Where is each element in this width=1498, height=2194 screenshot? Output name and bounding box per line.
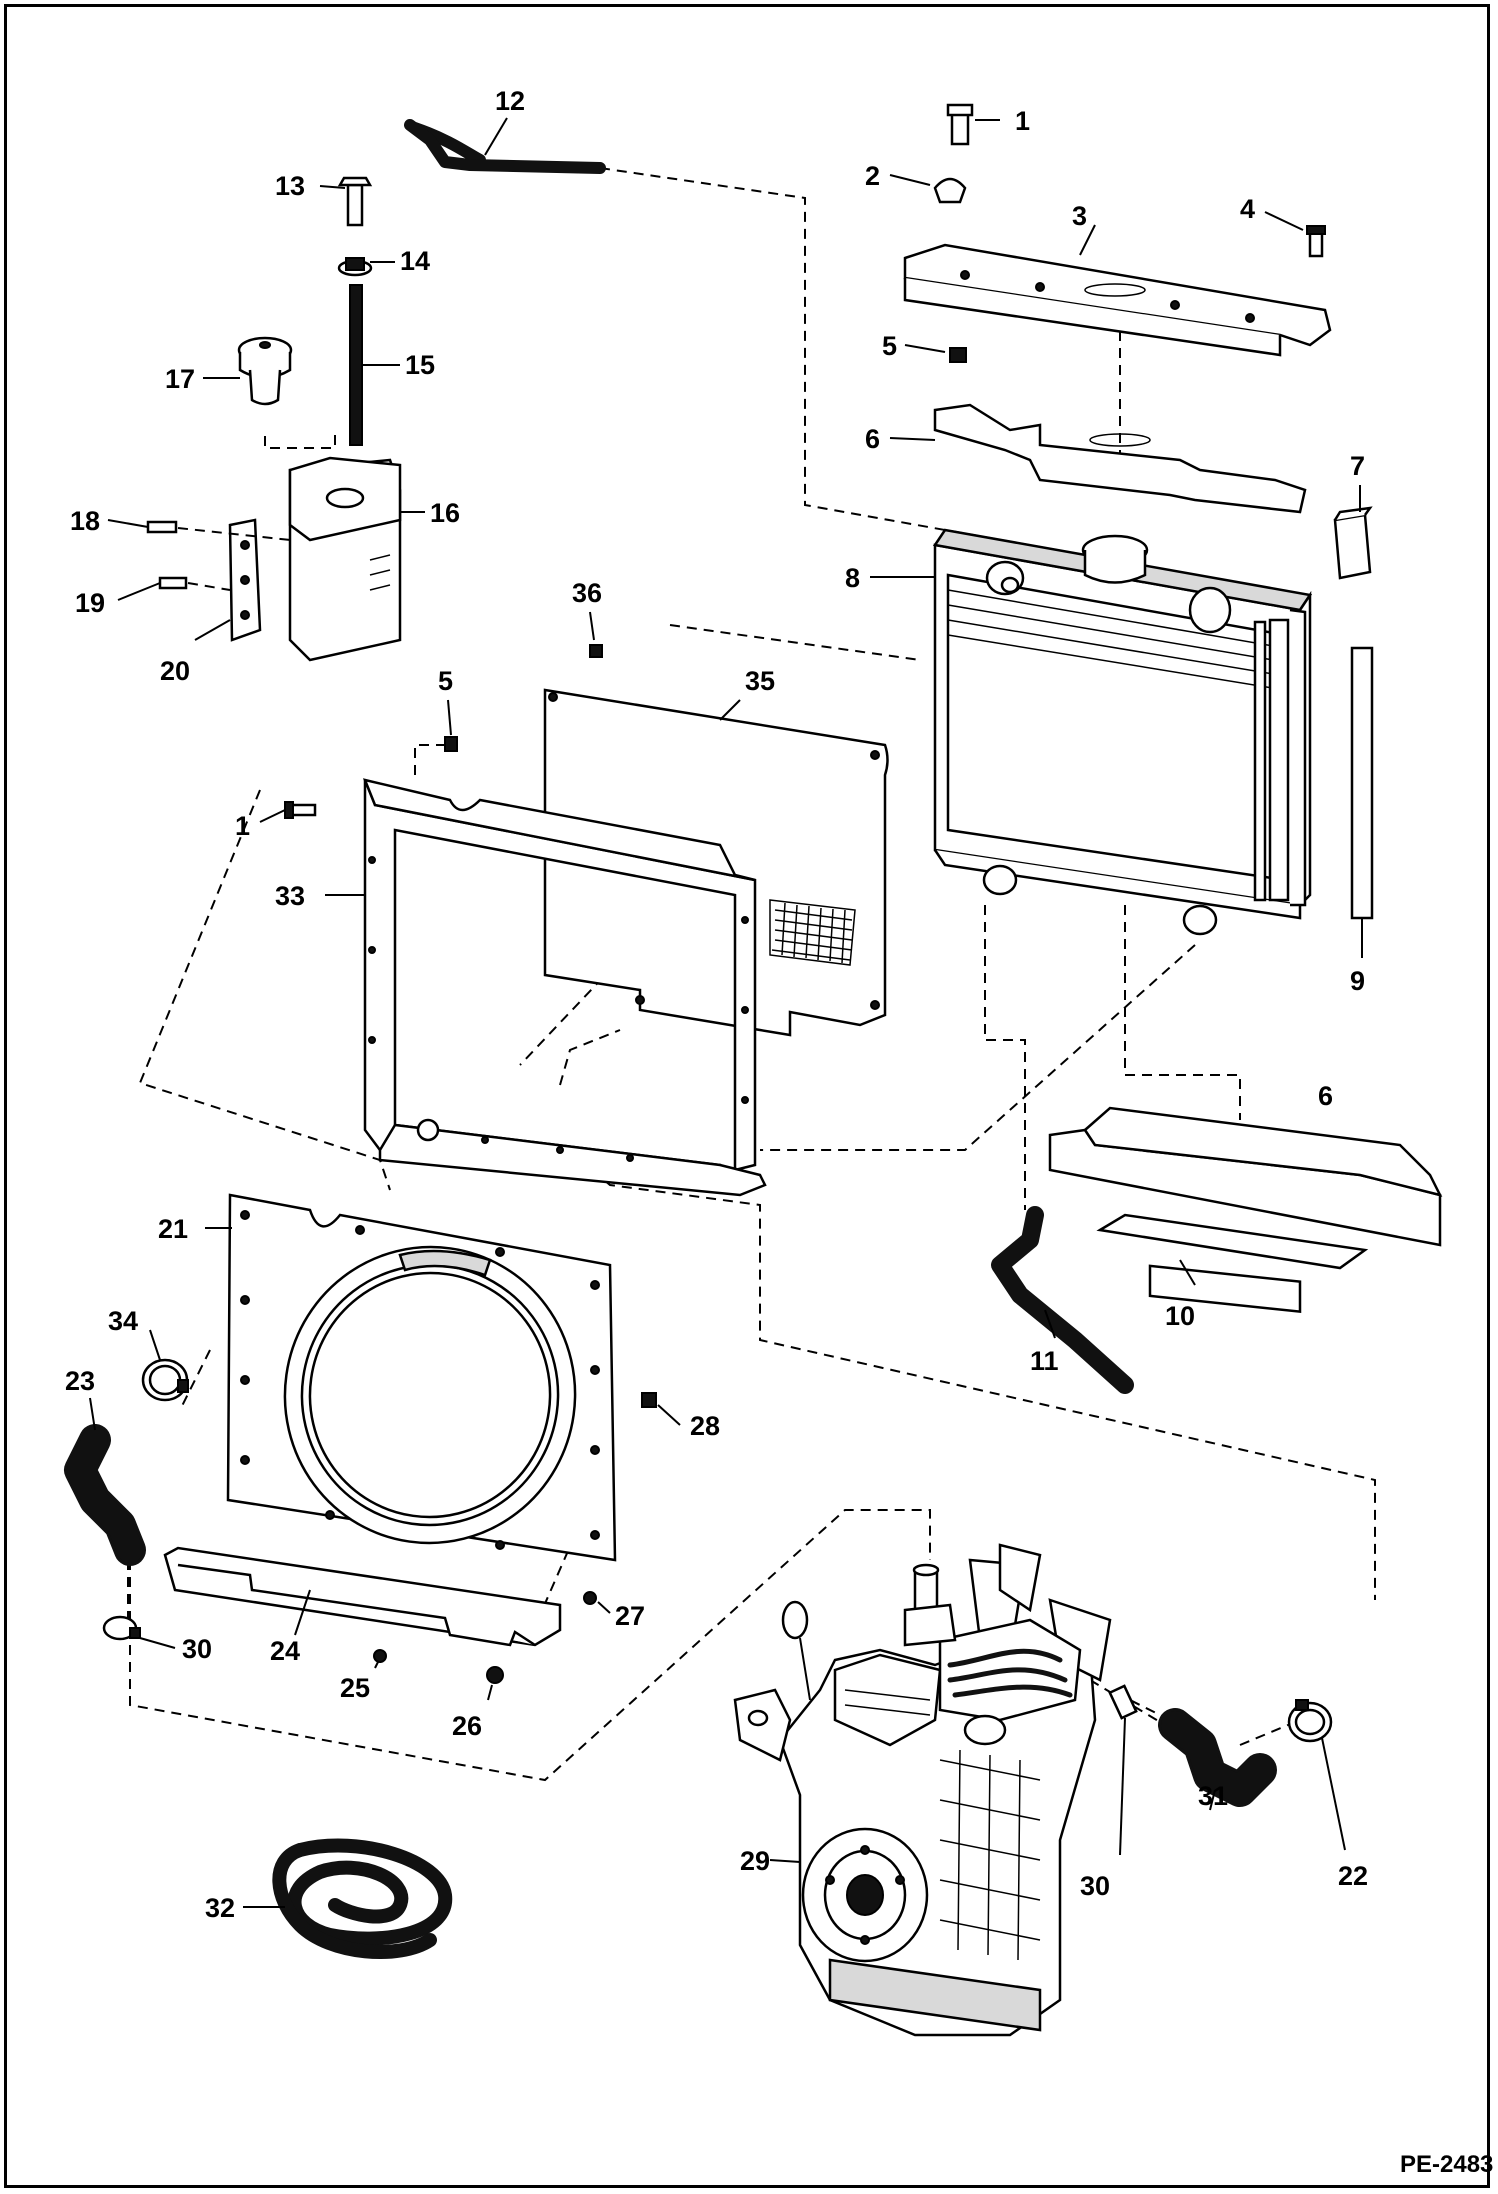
callout-27: 27 [615,1601,645,1631]
pad-10 [1096,1213,1369,1270]
callout-5b: 5 [438,666,453,696]
callout-36: 36 [572,578,602,608]
callout-4: 4 [1240,194,1255,224]
clip-2 [933,177,967,204]
clamp-34 [141,1358,189,1402]
drawing-frame [4,4,1490,2188]
bracket-6-bottom [1048,1106,1443,1314]
clamp-30-left [102,1615,141,1641]
callout-29: 29 [740,1846,770,1876]
callout-10: 10 [1165,1301,1195,1331]
fitting-30-right [1108,1684,1138,1720]
bolt-4 [1306,225,1326,258]
callout-16: 16 [430,498,460,528]
leader-lines [89,117,1363,1908]
nut-25 [373,1649,387,1663]
callout-13: 13 [275,171,305,201]
nut-5-mid [444,736,458,752]
callout-17: 17 [165,364,195,394]
fan-shroud-21 [226,1193,617,1562]
support-24 [163,1546,562,1647]
seal-strip-9 [1350,646,1374,920]
drawing-code: PE-2483 [1400,2151,1493,2178]
radiator-8 [932,528,1313,936]
callout-22: 22 [1338,1861,1368,1891]
callout-30: 30 [182,1634,212,1664]
nut-28 [641,1392,657,1408]
callout-31: 31 [1198,1781,1228,1811]
callout-19: 19 [75,588,105,618]
callout-30b: 30 [1080,1871,1110,1901]
pad-7-top [1333,506,1373,521]
callout-14: 14 [400,246,430,276]
bolts-18-19 [146,520,291,591]
rod-15 [349,284,363,446]
nut-26 [486,1666,504,1684]
nut-5-top [949,347,967,363]
callout-20: 20 [160,656,190,686]
callout-12: 12 [495,86,525,116]
hose-32 [272,1838,453,1959]
shroud-33 [362,778,767,1197]
callout-5: 5 [882,331,897,361]
callout-24: 24 [270,1636,300,1666]
callout-1: 1 [1015,106,1030,136]
callout-9: 9 [1350,966,1365,996]
callout-35: 35 [745,666,775,696]
cap-17 [237,336,293,406]
callout-25: 25 [340,1673,370,1703]
bolt-1-top [946,103,974,146]
callout-23: 23 [65,1366,95,1396]
callout-3: 3 [1072,201,1087,231]
callout-6: 6 [865,424,880,454]
callout-8: 8 [845,563,860,593]
callout-7: 7 [1350,451,1365,481]
pad-7 [1333,513,1372,580]
callout-34: 34 [108,1306,138,1336]
callout-28: 28 [690,1411,720,1441]
engine-29 [733,1543,1112,2037]
callout-18: 18 [70,506,100,536]
bracket-3 [903,243,1332,357]
callout-33: 33 [275,881,305,911]
callout-26: 26 [452,1711,482,1741]
nut-36 [589,644,603,658]
callout-21: 21 [158,1214,188,1244]
clamp-22 [1287,1699,1333,1743]
callout-11: 11 [1030,1346,1059,1376]
nut-27 [583,1591,597,1605]
bracket-6-top [933,403,1307,514]
callout-1b: 1 [235,811,250,841]
reservoir-16 [288,456,402,662]
callout-6b: 6 [1318,1081,1333,1111]
callout-2: 2 [865,161,880,191]
bracket-20 [228,518,262,642]
callout-labels: 1 2 3 4 5 6 7 8 9 10 11 12 13 14 15 17 1… [65,86,1368,1923]
callout-15: 15 [405,350,435,380]
fitting-13 [337,176,373,227]
callout-32: 32 [205,1893,235,1923]
grommet-14 [337,257,373,277]
bolt-1-mid [284,801,317,819]
